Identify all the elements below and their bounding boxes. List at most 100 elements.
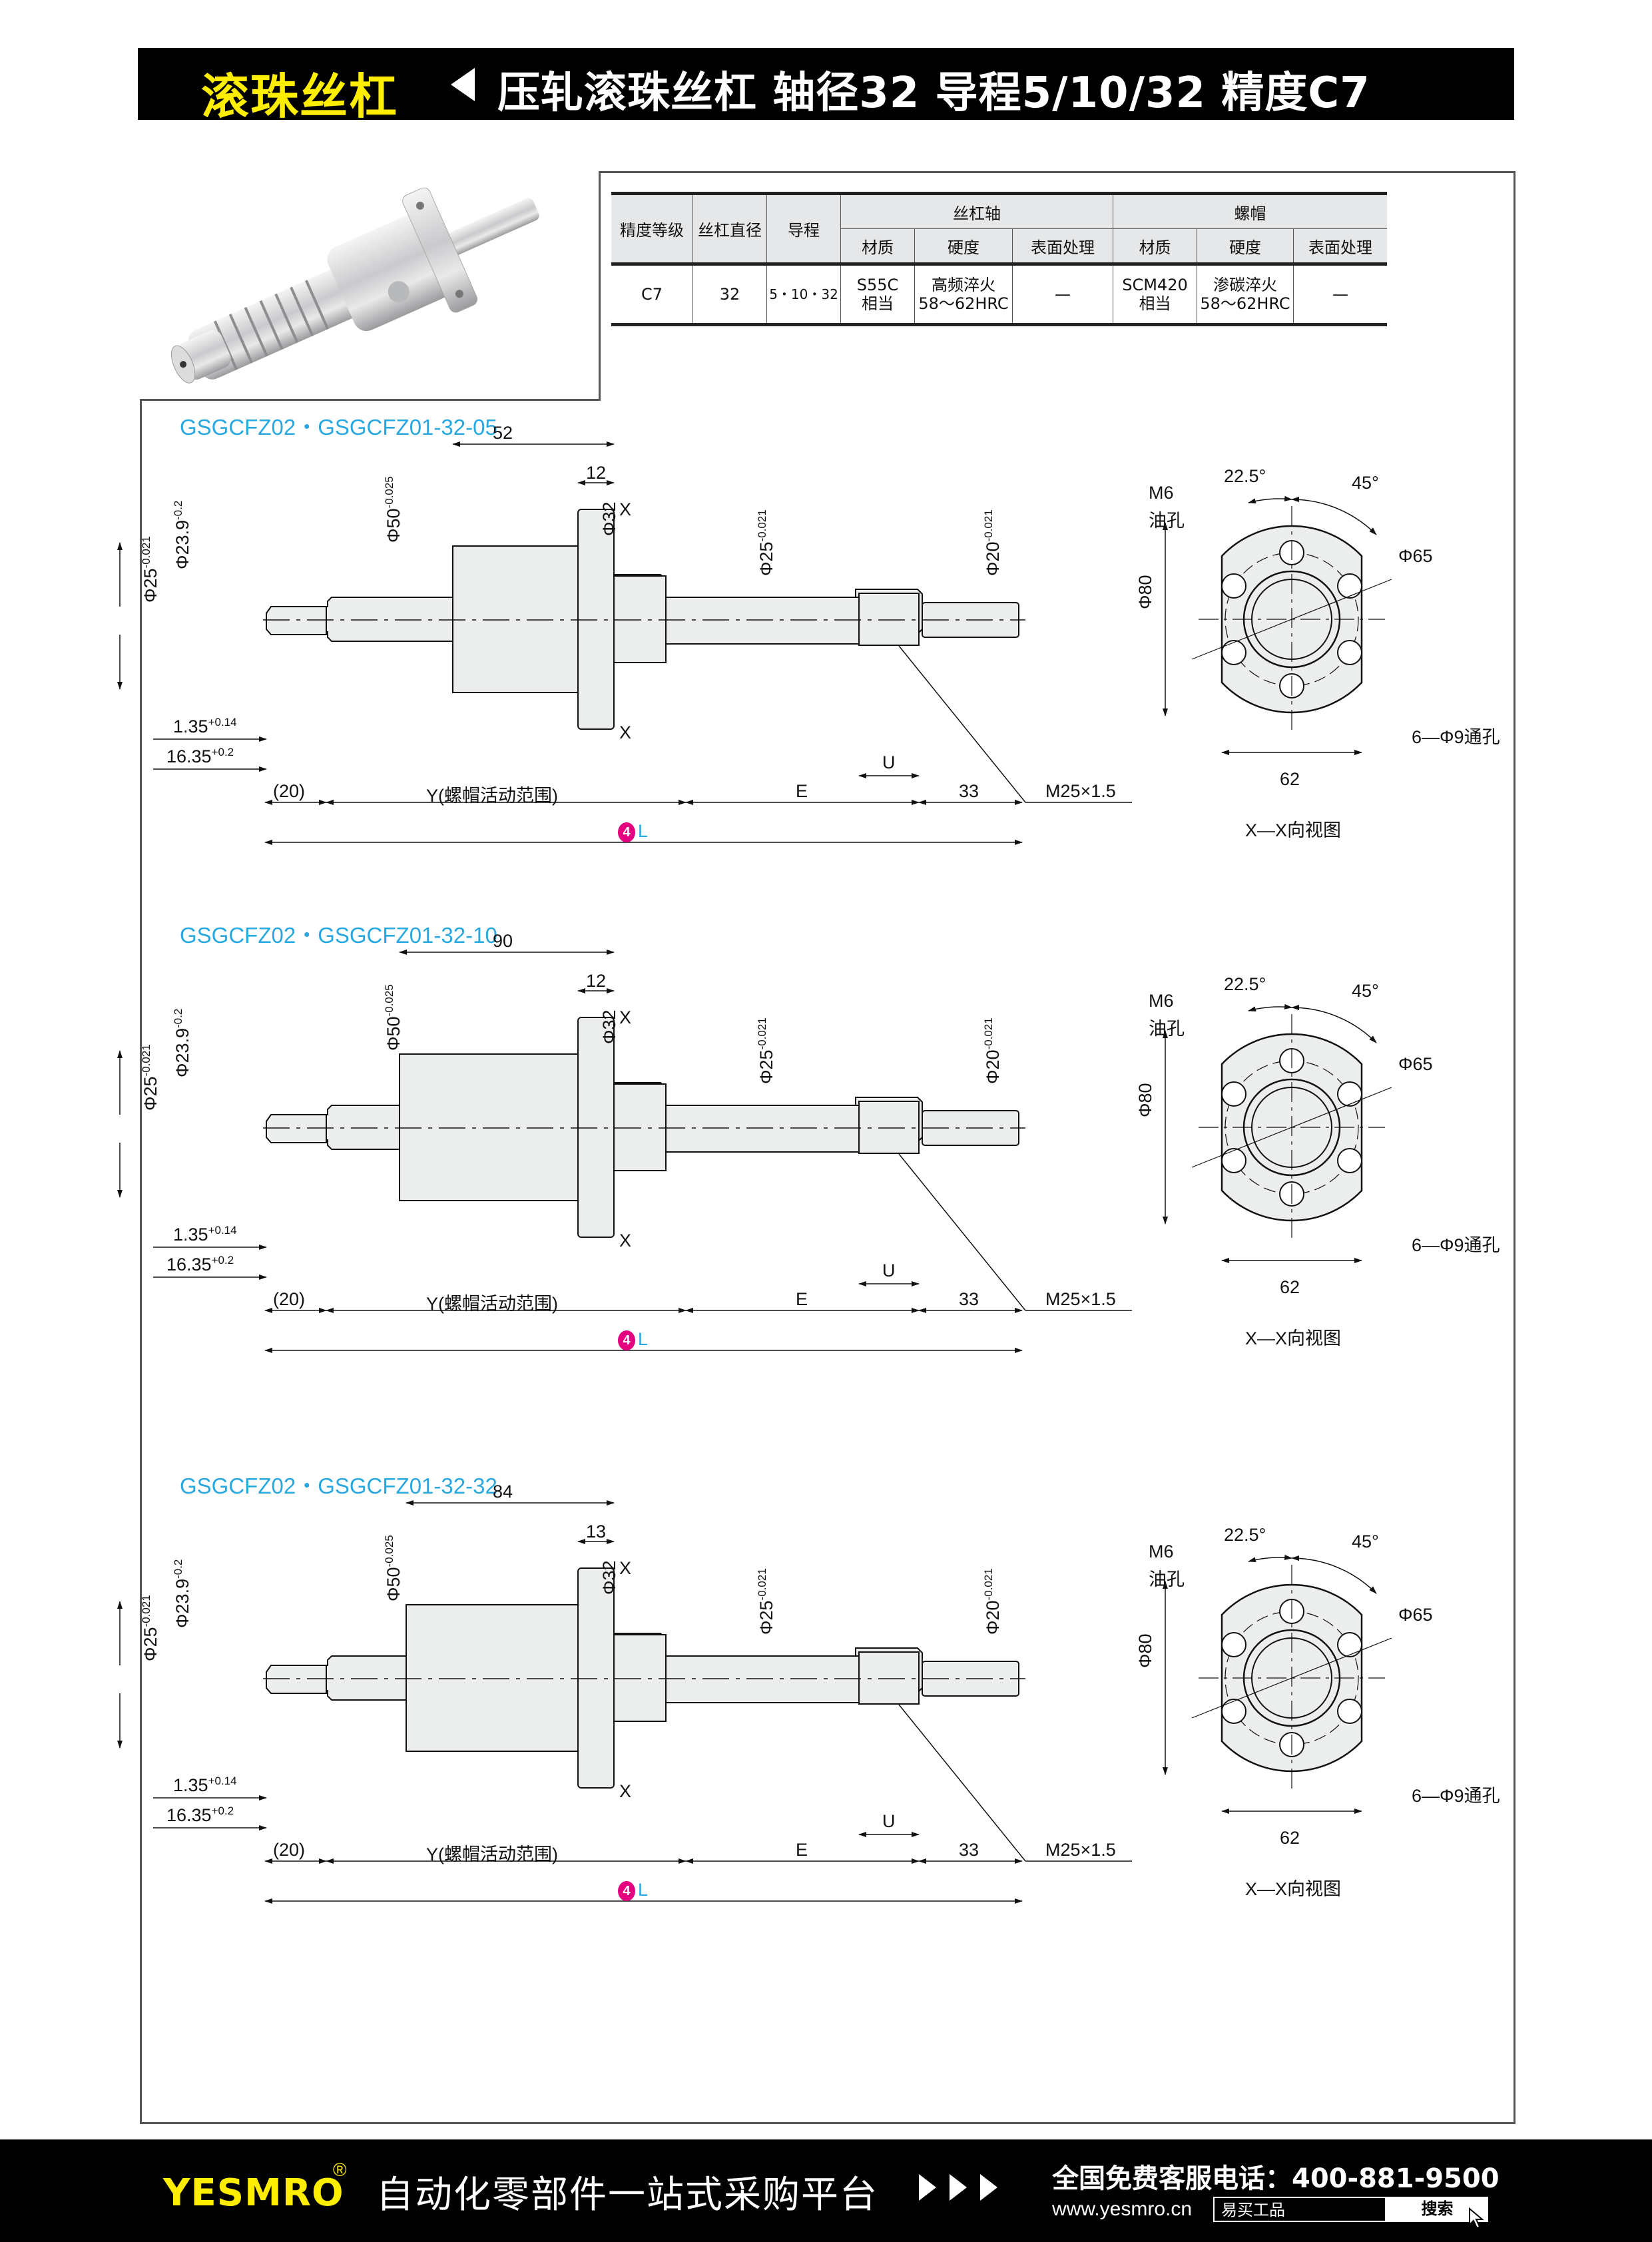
flange-view: [1163, 1554, 1392, 1814]
length-label: L: [638, 821, 649, 841]
holes-label: 6—Φ9通孔: [1412, 1235, 1500, 1255]
label-part: +0.2: [211, 746, 234, 758]
section-title: GSGCFZ02・GSGCFZ01-32-10: [180, 923, 497, 948]
nut-flange: [577, 1017, 615, 1238]
dim-nut-length: 84: [493, 1482, 513, 1502]
dim-flange-width: 13: [586, 1522, 607, 1541]
oil-hole-m6: M6: [1149, 991, 1174, 1011]
label-part: Φ23.9: [172, 1578, 192, 1628]
shaft-left: [266, 1665, 327, 1694]
section-mark-x-top: X: [619, 1007, 632, 1027]
shaft-material-line1: S55C: [856, 276, 899, 294]
label-part: Φ50: [384, 508, 404, 543]
dim-e: E: [796, 1840, 808, 1860]
category-label: 滚珠丝杠: [201, 69, 399, 125]
shaft-left: [266, 1114, 327, 1143]
thread-label: M25×1.5: [1045, 1289, 1116, 1309]
section-mark-x-top: X: [619, 499, 632, 519]
label-part: 16.35: [166, 1805, 212, 1825]
spec-table: 精度等级 丝杠直径 导程 丝杠轴 螺帽 材质 硬度 表面处理 材质 硬度 表面处…: [611, 192, 1387, 326]
nut-body: [452, 545, 580, 693]
length-label: L: [638, 1880, 649, 1900]
dim-u: U: [882, 752, 896, 772]
dim-16-35: 16.35+0.2: [166, 1805, 234, 1826]
dim-y: Y(螺帽活动范围): [426, 1844, 558, 1864]
dim-1-35: 1.35+0.14: [173, 1775, 237, 1796]
header-nut-hardness: 硬度: [1197, 228, 1294, 264]
dim-d32: Φ32: [599, 1560, 619, 1595]
triangle-icon: [451, 68, 475, 101]
drawing-section-2: GSGCFZ02・GSGCFZ01-32-10: [0, 918, 1652, 1464]
holes-label: 6—Φ9通孔: [1412, 727, 1500, 747]
cell-diameter: 32: [692, 262, 767, 326]
label-part: -0.2: [172, 1008, 184, 1028]
brand-logo[interactable]: YESMRO: [163, 2171, 344, 2215]
dim-33: 33: [959, 1289, 979, 1309]
nut-flange: [577, 509, 615, 730]
dim-20: (20): [273, 781, 306, 801]
search-input[interactable]: 易买工品: [1213, 2197, 1386, 2222]
section-title: GSGCFZ02・GSGCFZ01-32-32: [180, 1474, 497, 1498]
shaft-thread: [858, 1651, 920, 1705]
dim-d32: Φ32: [599, 1009, 619, 1044]
label-part: +0.14: [208, 1775, 237, 1787]
label-part: Φ20: [983, 541, 1003, 576]
nut-material-line1: SCM420: [1122, 276, 1188, 294]
dim-16-35: 16.35+0.2: [166, 746, 234, 767]
label-part: Φ50: [384, 1016, 404, 1051]
label-part: 1.35: [173, 716, 208, 736]
label-part: 16.35: [166, 746, 212, 766]
dim-flange-width: 12: [586, 971, 607, 991]
dim-d239: Φ23.9-0.2: [172, 501, 193, 569]
label-part: -0.021: [756, 1017, 768, 1050]
dim-d20: Φ20-0.021: [982, 1568, 1003, 1635]
dim-d239: Φ23.9-0.2: [172, 1559, 193, 1628]
dim-1-35: 1.35+0.14: [173, 716, 237, 737]
dim-d80: Φ80: [1135, 575, 1155, 609]
header-shaft: 丝杠轴: [840, 192, 1113, 229]
arrows-icon: [919, 2174, 1011, 2204]
label-part: Φ50: [384, 1567, 404, 1601]
dim-d50: Φ50-0.025: [383, 1535, 404, 1601]
dim-62: 62: [1280, 1828, 1300, 1848]
label-part: -0.021: [756, 509, 768, 542]
drawing-section-1: GSGCFZ02・GSGCFZ01-32-05: [0, 410, 1652, 956]
dim-d239: Φ23.9-0.2: [172, 1009, 193, 1077]
oil-hole-label: 油孔: [1149, 1019, 1185, 1039]
registered-mark: ®: [333, 2159, 347, 2180]
nut-hardness-line1: 渗碳淬火: [1213, 276, 1277, 294]
dim-33: 33: [959, 1840, 979, 1860]
label-part: Φ25: [140, 568, 160, 603]
label-part: Φ20: [983, 1600, 1003, 1635]
product-photo: [140, 171, 601, 401]
website-link[interactable]: www.yesmro.cn: [1052, 2198, 1193, 2220]
label-part: -0.021: [982, 1568, 995, 1601]
hotline: 全国免费客服电话：400-881-9500: [1052, 2163, 1500, 2194]
thread-label: M25×1.5: [1045, 1840, 1116, 1860]
dim-u: U: [882, 1261, 896, 1280]
view-caption: X—X向视图: [1245, 1328, 1342, 1348]
shaft-material-line2: 相当: [862, 294, 894, 313]
dim-20: (20): [273, 1840, 306, 1860]
drawing-section-3: GSGCFZ02・GSGCFZ01-32-32: [0, 1468, 1652, 2014]
shaft-thread: [858, 1101, 920, 1154]
technical-drawing: [117, 950, 1392, 1353]
technical-drawing: [117, 441, 1392, 845]
label-part: -0.025: [383, 476, 396, 509]
thread-label: M25×1.5: [1045, 781, 1116, 801]
section-mark-x-bottom: X: [619, 1231, 632, 1251]
dim-20: (20): [273, 1289, 306, 1309]
nut-body: [399, 1053, 579, 1201]
label-part: Φ25: [756, 1600, 776, 1635]
label-part: +0.14: [208, 1224, 237, 1237]
view-caption: X—X向视图: [1245, 1879, 1342, 1899]
dim-y: Y(螺帽活动范围): [426, 786, 558, 806]
dim-y: Y(螺帽活动范围): [426, 1294, 558, 1314]
dim-d50: Φ50-0.025: [383, 984, 404, 1051]
dim-u: U: [882, 1811, 896, 1831]
nut-collar: [613, 575, 667, 663]
page-title: 压轧滚珠丝杠 轴径32 导程5/10/32 精度C7: [497, 69, 1370, 118]
label-part: -0.021: [756, 1568, 768, 1601]
